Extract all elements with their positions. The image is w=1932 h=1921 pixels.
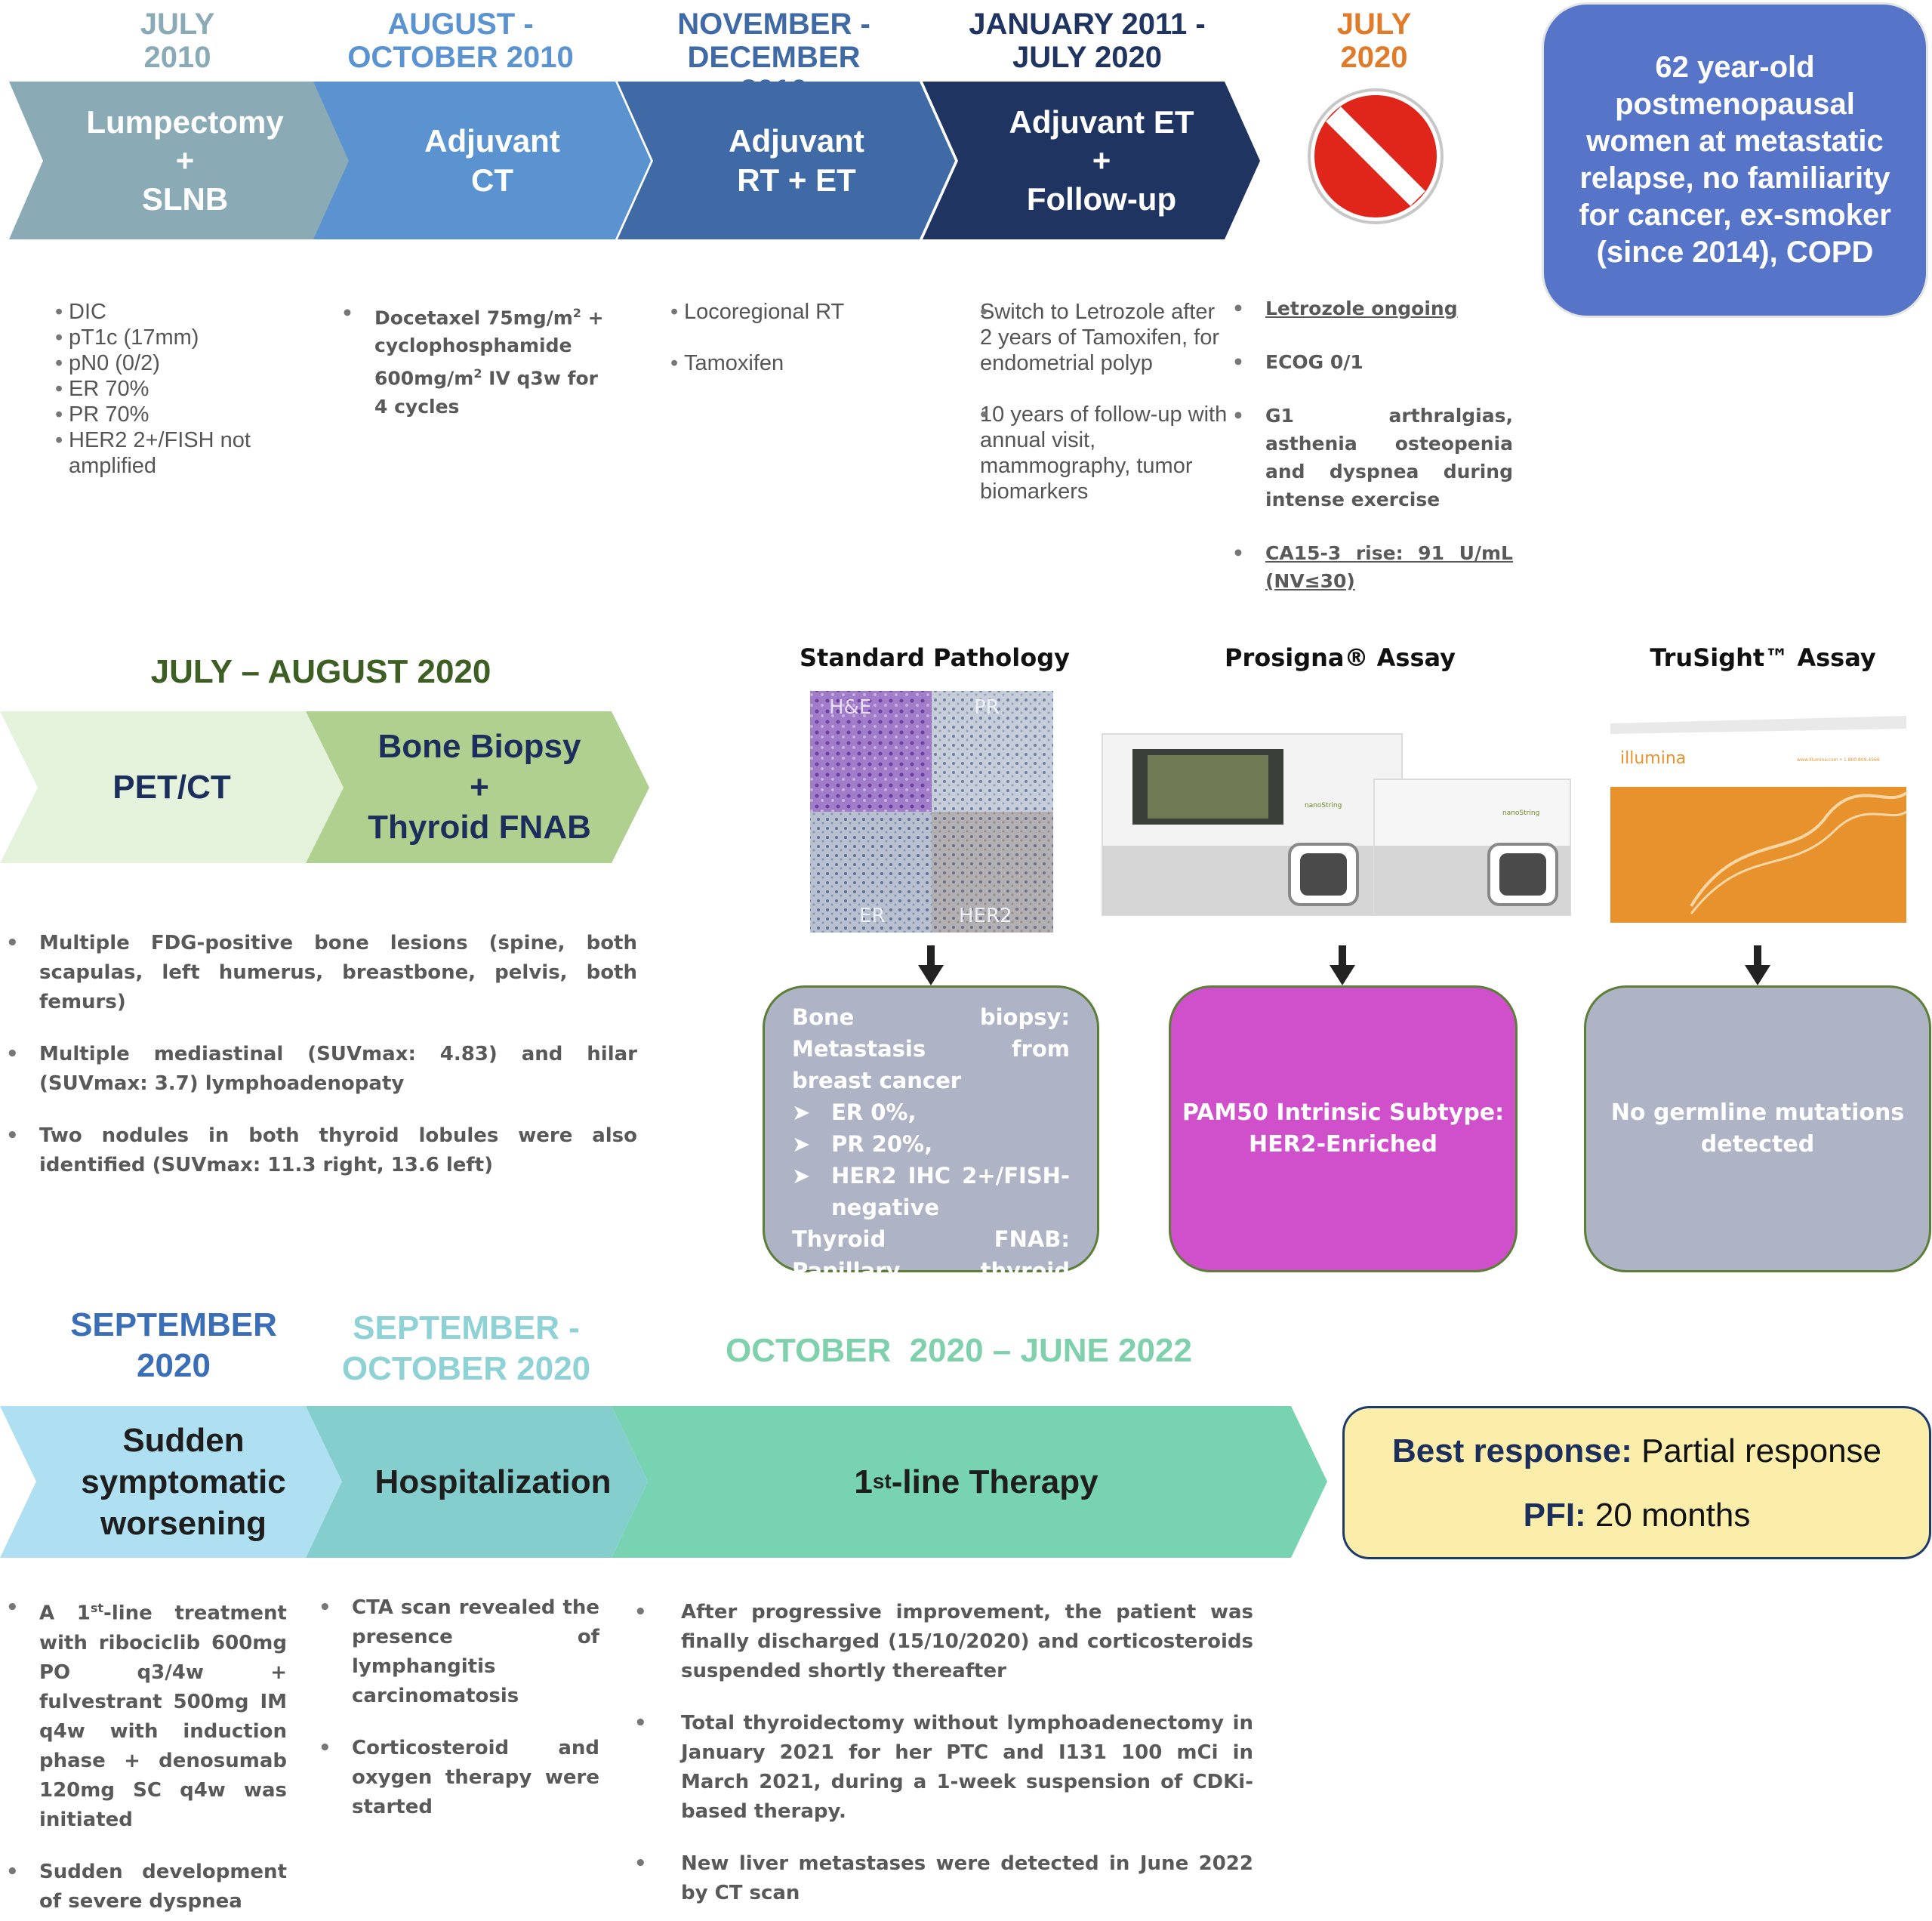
nanostring-instrument-2: [1373, 779, 1571, 916]
chevron-sudden-worsening: [0, 1406, 342, 1558]
list-first-line-treatment: A 1st-line treatment with ribociclib 600…: [6, 1593, 287, 1916]
arrow-down-pathology: [918, 945, 944, 985]
label-bone-biopsy: Bone Biopsy + Thyroid FNAB: [368, 727, 591, 846]
chevron-hospitalization: [306, 1406, 648, 1558]
label-adjuvant-ct: Adjuvant CT: [424, 123, 560, 198]
nanostring-logo-1: nanoString: [1305, 802, 1342, 809]
date-september-2020: SEPTEMBER 2020: [70, 1306, 277, 1384]
nanostring-logo-2: nanoString: [1502, 809, 1540, 817]
chevron-bone-biopsy: [306, 711, 649, 863]
date-aug-oct-2010: AUGUST - OCTOBER 2010: [347, 8, 574, 74]
chevron-adjuvant-rt-et: [618, 82, 955, 239]
nanostring-instrument-1: [1102, 733, 1403, 916]
bone-biopsy-line: Bone biopsy: Metastasis from breast canc…: [792, 1004, 1070, 1093]
chevron-lumpectomy: [9, 82, 370, 239]
pam50-result-box: PAM50 Intrinsic Subtype: HER2-Enriched: [1169, 985, 1518, 1272]
illumina-kit-box: [1610, 716, 1908, 923]
pathology-result-box: Bone biopsy: Metastasis from breast canc…: [763, 985, 1099, 1315]
list-rt-et-details: Locoregional RT Tamoxifen: [670, 299, 920, 376]
chevron-adjuvant-ct: [313, 82, 651, 239]
list-hospitalization-details: CTA scan revealed the presence of lympha…: [319, 1593, 599, 1822]
patient-info-box: 62 year-old postmenopausal women at meta…: [1542, 2, 1928, 318]
no-entry-icon: [1308, 88, 1444, 224]
date-nov-dec-2010: NOVEMBER - DECEMBER 2010: [677, 8, 870, 107]
list-adjuvant-ct-details: Docetaxel 75mg/m2 + cyclophosphamide 600…: [341, 299, 605, 421]
list-lumpectomy-details: DIC pT1c (17mm) pN0 (0/2) ER 70% PR 70% …: [55, 299, 304, 479]
date-july-2010: JULY 2010: [140, 8, 215, 74]
title-prosigna-assay: Prosigna® Assay: [1225, 643, 1456, 672]
arrow-down-prosigna: [1330, 945, 1355, 985]
label-sudden-worsening: Sudden symptomatic worsening: [81, 1422, 286, 1542]
chevron-pet-ct: [0, 711, 344, 863]
title-standard-pathology: Standard Pathology: [799, 643, 1070, 672]
tile-label-pr: PR: [974, 696, 1000, 719]
tile-he: [810, 691, 932, 812]
tile-er: [810, 812, 932, 933]
date-jan2011-jul2020: JANUARY 2011 - JULY 2020: [969, 8, 1206, 74]
tile-label-er: ER: [859, 905, 886, 927]
date-sep-oct-2020: SEPTEMBER - OCTOBER 2020: [341, 1309, 591, 1387]
tile-label-he: H&E: [829, 696, 872, 719]
pfi-line: PFI: 20 months: [1523, 1496, 1751, 1534]
receptor-item-pr: ➤PR 20%,: [792, 1131, 933, 1157]
tile-her2: [932, 812, 1053, 933]
date-july-2020: JULY 2020: [1336, 8, 1412, 74]
illumina-logo: illumina: [1620, 749, 1687, 768]
label-adjuvant-rt-et: Adjuvant RT + ET: [729, 123, 864, 198]
list-et-followup-details: Switch to Letrozole after 2 years of Tam…: [980, 299, 1229, 504]
arrow-down-trusight: [1745, 945, 1770, 985]
label-pet-ct: PET/CT: [112, 768, 231, 806]
receptor-item-her2: ➤HER2 IHC 2+/FISH-negative: [792, 1163, 1070, 1220]
list-therapy-course: After progressive improvement, the patie…: [634, 1598, 1253, 1908]
label-lumpectomy: Lumpectomy + SLNB: [86, 103, 284, 217]
best-response-box: Best response: Partial response PFI: 20 …: [1342, 1406, 1931, 1559]
label-adjuvant-et-followup: Adjuvant ET + Follow-up: [1009, 103, 1194, 217]
chevron-first-line-therapy: [612, 1406, 1327, 1558]
list-july2020-details: Letrozole ongoing ECOG 0/1 G1 arthralgia…: [1232, 294, 1513, 595]
tile-label-her2: HER2: [959, 905, 1012, 927]
date-jul-aug-2020: JULY – AUGUST 2020: [150, 653, 491, 690]
tile-pr: [932, 691, 1053, 812]
title-trusight-assay: TruSight™ Assay: [1650, 643, 1876, 672]
receptor-item-er: ➤ER 0%,: [792, 1099, 917, 1125]
list-pet-ct-findings: Multiple FDG-positive bone lesions (spin…: [6, 929, 637, 1180]
chevron-adjuvant-et-followup: [923, 82, 1260, 239]
illumina-website: www.illumina.com • 1.800.809.4566: [1797, 757, 1880, 763]
germline-result-box: No germline mutations detected: [1584, 985, 1931, 1272]
best-response-line: Best response: Partial response: [1391, 1432, 1882, 1469]
date-oct2020-jun2022: OCTOBER 2020 – JUNE 2022: [726, 1332, 1192, 1369]
label-hospitalization: Hospitalization: [374, 1463, 612, 1500]
thyroid-fnab-line: Thyroid FNAB: Papillary thyroid carcinom…: [792, 1226, 1070, 1315]
